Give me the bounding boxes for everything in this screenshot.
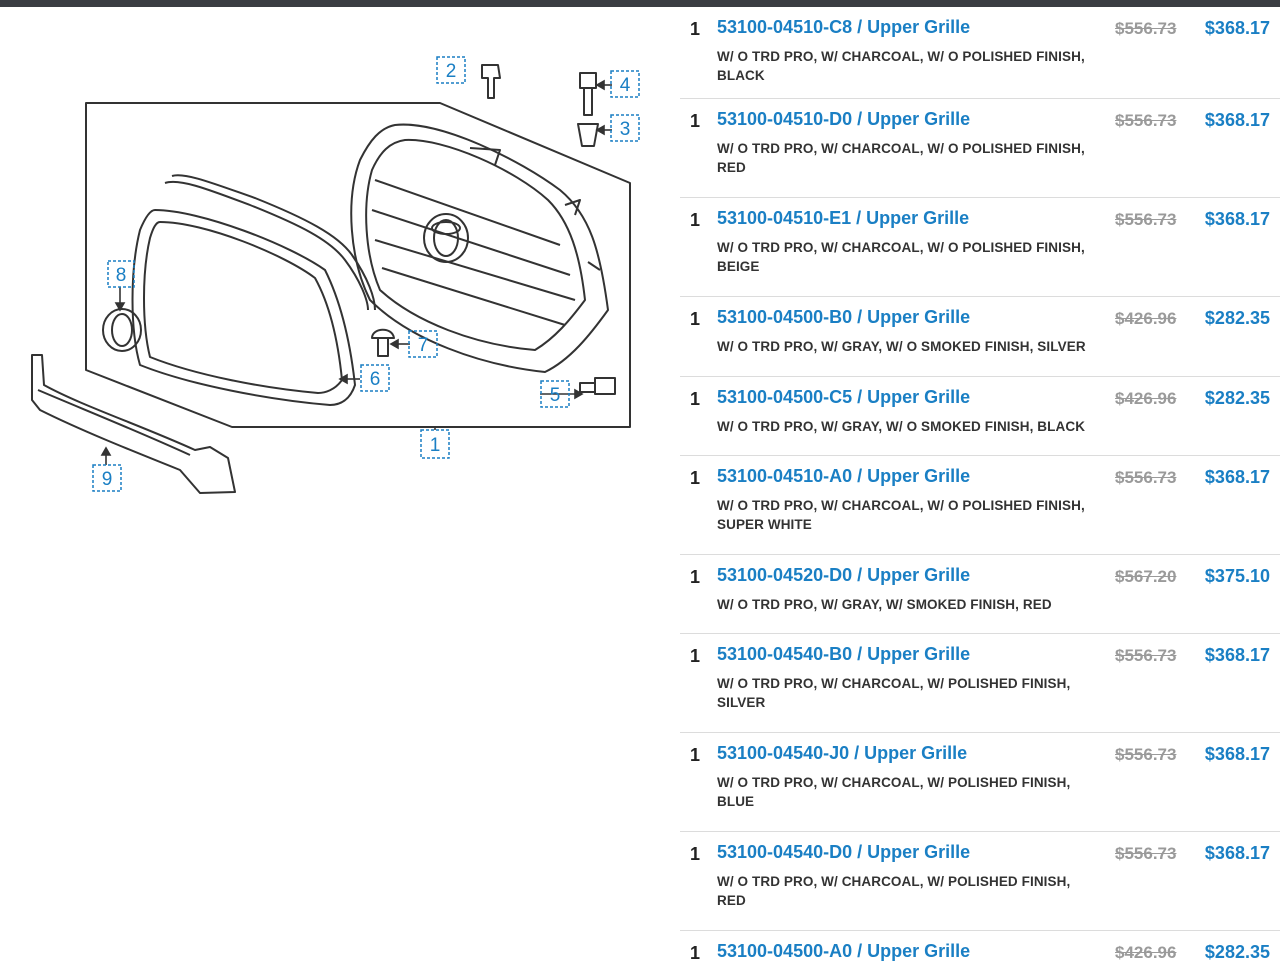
lower-strip-drawing <box>31 354 236 494</box>
part-row[interactable]: 1 53100-04500-B0 / Upper Grille W/ O TRD… <box>680 297 1280 377</box>
sale-price: $282.35 <box>1204 308 1270 328</box>
sale-price: $368.17 <box>1204 467 1270 487</box>
part-qty: 1 <box>690 646 701 666</box>
callout-8[interactable]: 8 <box>116 265 127 286</box>
part-link[interactable]: 53100-04540-D0 / Upper Grille <box>717 842 971 862</box>
part-qty: 1 <box>690 19 701 39</box>
part-qty: 1 <box>690 567 701 587</box>
callout-4[interactable]: 4 <box>620 75 631 96</box>
part-link[interactable]: 53100-04540-J0 / Upper Grille <box>717 743 968 763</box>
list-price: $556.73 <box>1115 111 1177 130</box>
list-price: $426.96 <box>1115 389 1177 408</box>
part-description: W/ O TRD PRO, W/ CHARCOAL, W/ POLISHED F… <box>717 874 1071 908</box>
list-price: $556.73 <box>1115 210 1177 229</box>
surround-drawing <box>131 174 376 406</box>
part-link[interactable]: 53100-04540-B0 / Upper Grille <box>717 644 971 664</box>
part-row[interactable]: 1 53100-04510-D0 / Upper Grille W/ O TRD… <box>680 99 1280 198</box>
bolt-4-drawing <box>579 72 597 116</box>
sale-price: $368.17 <box>1204 110 1270 130</box>
part-link[interactable]: 53100-04500-C5 / Upper Grille <box>717 387 971 407</box>
part-qty: 1 <box>690 210 701 230</box>
part-row[interactable]: 1 53100-04540-B0 / Upper Grille W/ O TRD… <box>680 634 1280 733</box>
part-qty: 1 <box>690 943 701 963</box>
part-link[interactable]: 53100-04520-D0 / Upper Grille <box>717 565 971 585</box>
grille-drawing <box>350 123 609 373</box>
screw-5-drawing <box>579 377 616 395</box>
part-link[interactable]: 53100-04510-D0 / Upper Grille <box>717 109 971 129</box>
list-price: $556.73 <box>1115 844 1177 863</box>
part-link[interactable]: 53100-04510-C8 / Upper Grille <box>717 17 971 37</box>
part-row[interactable]: 1 53100-04510-A0 / Upper Grille W/ O TRD… <box>680 456 1280 555</box>
emblem-drawing <box>102 308 142 352</box>
part-qty: 1 <box>690 389 701 409</box>
part-row[interactable]: 1 53100-04510-E1 / Upper Grille W/ O TRD… <box>680 198 1280 297</box>
list-price: $556.73 <box>1115 468 1177 487</box>
part-description: W/ O TRD PRO, W/ CHARCOAL, W/ O POLISHED… <box>717 49 1085 83</box>
sale-price: $282.35 <box>1204 942 1270 962</box>
sale-price: $368.17 <box>1204 744 1270 764</box>
clip-7-drawing <box>371 328 395 357</box>
clip-2-drawing <box>481 64 501 99</box>
part-link[interactable]: 53100-04510-A0 / Upper Grille <box>717 466 971 486</box>
sale-price: $368.17 <box>1204 18 1270 38</box>
callout-9[interactable]: 9 <box>102 469 113 490</box>
callout-1[interactable]: 1 <box>430 435 441 456</box>
callout-6[interactable]: 6 <box>370 369 381 390</box>
nut-3-drawing <box>577 123 599 147</box>
assembly-outline <box>85 102 631 428</box>
part-qty: 1 <box>690 468 701 488</box>
part-link[interactable]: 53100-04500-B0 / Upper Grille <box>717 307 971 327</box>
list-price: $556.73 <box>1115 19 1177 38</box>
part-description: W/ O TRD PRO, W/ CHARCOAL, W/ O POLISHED… <box>717 498 1085 532</box>
part-row[interactable]: 1 53100-04540-D0 / Upper Grille W/ O TRD… <box>680 832 1280 931</box>
part-link[interactable]: 53100-04510-E1 / Upper Grille <box>717 208 970 228</box>
callout-7[interactable]: 7 <box>418 335 429 356</box>
part-description: W/ O TRD PRO, W/ CHARCOAL, W/ POLISHED F… <box>717 676 1071 710</box>
part-row[interactable]: 1 53100-04500-A0 / Upper Grille $426.96 … <box>680 931 1280 979</box>
part-description: W/ O TRD PRO, W/ CHARCOAL, W/ O POLISHED… <box>717 141 1085 175</box>
sale-price: $368.17 <box>1204 645 1270 665</box>
part-row[interactable]: 1 53100-04520-D0 / Upper Grille W/ O TRD… <box>680 555 1280 634</box>
list-price: $556.73 <box>1115 646 1177 665</box>
part-link[interactable]: 53100-04500-A0 / Upper Grille <box>717 941 971 961</box>
part-row[interactable]: 1 53100-04500-C5 / Upper Grille W/ O TRD… <box>680 377 1280 456</box>
callout-3[interactable]: 3 <box>620 119 631 140</box>
part-description: W/ O TRD PRO, W/ CHARCOAL, W/ O POLISHED… <box>717 240 1085 274</box>
list-price: $556.73 <box>1115 745 1177 764</box>
top-bar <box>0 0 1280 7</box>
part-row[interactable]: 1 53100-04540-J0 / Upper Grille W/ O TRD… <box>680 733 1280 832</box>
part-qty: 1 <box>690 745 701 765</box>
part-description: W/ O TRD PRO, W/ GRAY, W/ O SMOKED FINIS… <box>717 339 1086 354</box>
part-qty: 1 <box>690 309 701 329</box>
callout-2[interactable]: 2 <box>446 61 457 82</box>
part-qty: 1 <box>690 111 701 131</box>
sale-price: $375.10 <box>1204 566 1270 586</box>
part-description: W/ O TRD PRO, W/ GRAY, W/ O SMOKED FINIS… <box>717 419 1086 434</box>
sale-price: $368.17 <box>1204 843 1270 863</box>
part-row[interactable]: 1 53100-04510-C8 / Upper Grille W/ O TRD… <box>680 7 1280 99</box>
sale-price: $282.35 <box>1204 388 1270 408</box>
list-price: $567.20 <box>1115 567 1177 586</box>
parts-list: 1 53100-04510-C8 / Upper Grille W/ O TRD… <box>680 7 1280 979</box>
list-price: $426.96 <box>1115 309 1177 328</box>
callout-5[interactable]: 5 <box>550 385 561 406</box>
part-description: W/ O TRD PRO, W/ GRAY, W/ SMOKED FINISH,… <box>717 597 1052 612</box>
parts-diagram: 1 2 3 4 5 6 7 8 9 <box>0 30 660 510</box>
part-description: W/ O TRD PRO, W/ CHARCOAL, W/ POLISHED F… <box>717 775 1071 809</box>
sale-price: $368.17 <box>1204 209 1270 229</box>
list-price: $426.96 <box>1115 943 1177 962</box>
part-qty: 1 <box>690 844 701 864</box>
